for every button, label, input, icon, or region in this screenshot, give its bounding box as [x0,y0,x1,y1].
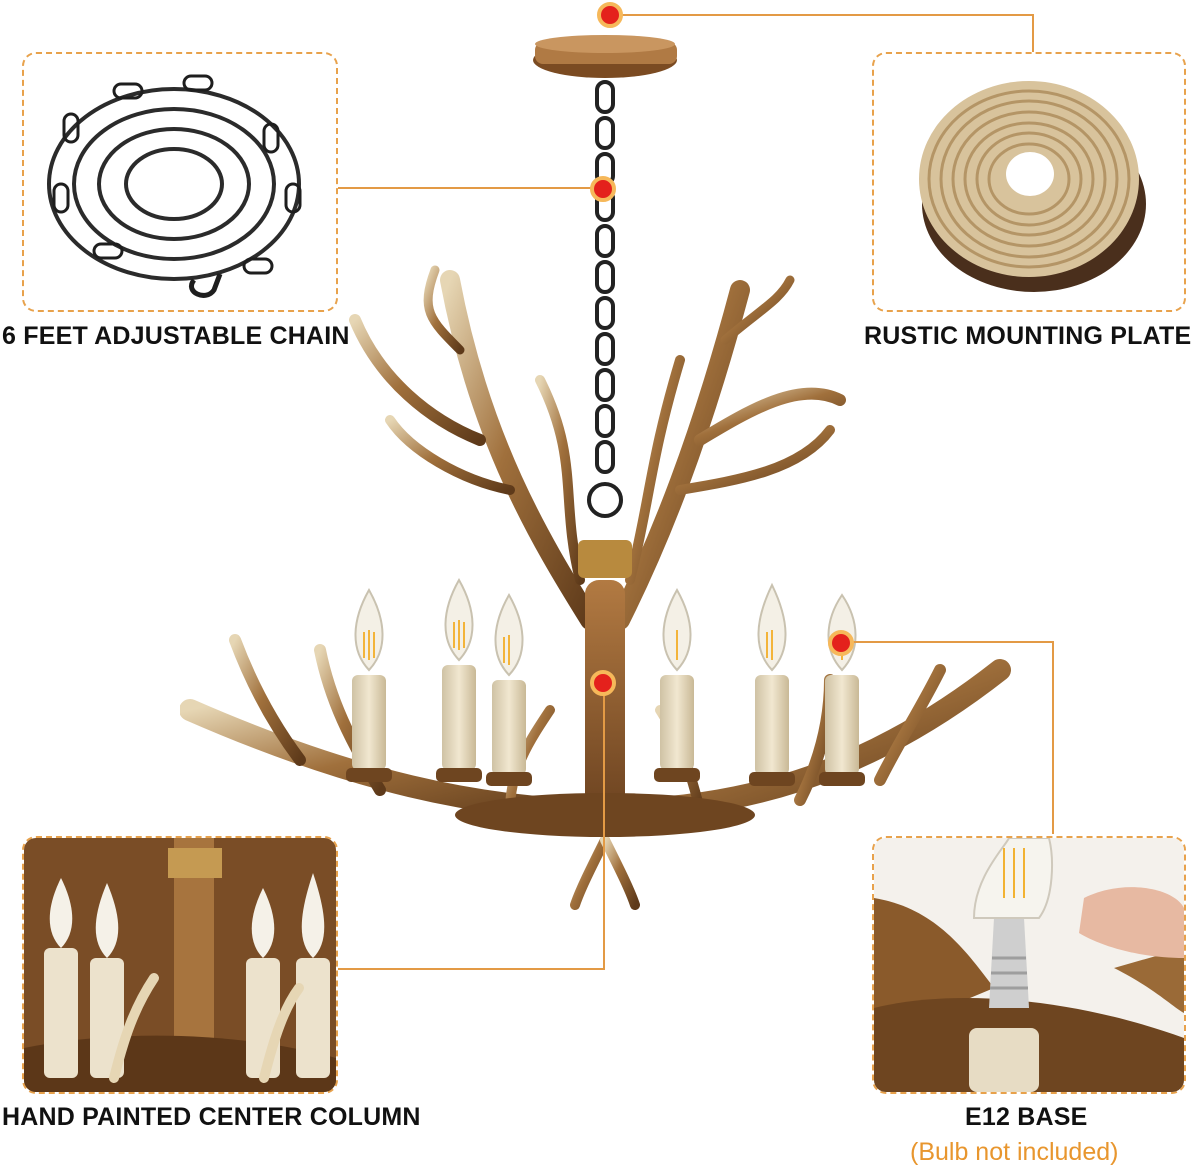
leader-line-plate-h [612,14,1034,16]
caption-base: E12 BASE [965,1103,1088,1131]
callout-dot-chain [590,176,616,202]
caption-center-column: HAND PAINTED CENTER COLUMN [2,1103,421,1131]
caption-base-note: (Bulb not included) [910,1138,1119,1166]
caption-mounting-plate: RUSTIC MOUNTING PLATE [864,322,1192,350]
chain-icon [47,74,302,298]
mounting-plate-detail-panel [872,52,1186,312]
leader-line-column-v [603,682,605,970]
center-column-detail-panel [22,836,338,1094]
leader-line-column-h [336,968,605,970]
caption-chain: 6 FEET ADJUSTABLE CHAIN [2,322,350,350]
mounting-plate-icon [919,81,1146,292]
leader-line-base-h [842,641,1054,643]
leader-line-chain [336,187,602,189]
center-column-image [24,838,336,1092]
callout-dot-column [590,670,616,696]
leader-line-plate-v [1032,14,1034,54]
chain-detail-panel [22,52,338,312]
leader-line-base-v [1052,641,1054,834]
base-detail-panel [872,836,1186,1094]
callout-dot-plate [597,2,623,28]
chandelier-image [180,20,1020,920]
callout-dot-base [828,630,854,656]
bulb-base-image [874,838,1184,1092]
